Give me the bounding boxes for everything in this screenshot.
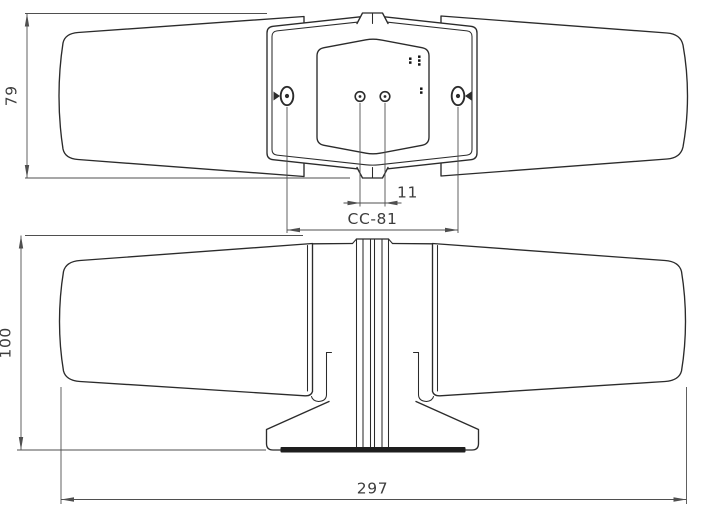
dim-label-width: 297 <box>357 480 388 498</box>
certification-marks: ▪▪ ▪▪▪ ▪▪ <box>407 55 424 95</box>
cert-mark-icon: ▪▪ <box>407 57 413 65</box>
dim-label-depth: 79 <box>3 85 21 106</box>
cover-plate <box>316 38 430 155</box>
base-gasket <box>280 447 466 453</box>
mounting-hole-right <box>450 85 472 107</box>
dim-label-height: 100 <box>0 327 15 358</box>
hook-right <box>412 351 435 403</box>
dimension-hole-pitch-11: 11 <box>343 184 418 206</box>
arrow-down-icon <box>24 165 30 178</box>
arrow-right-icon <box>673 497 687 502</box>
arrow-right-icon <box>347 200 360 206</box>
hook-left <box>310 351 333 403</box>
mounting-hole-left <box>273 85 295 107</box>
cable-hole-right <box>379 90 391 103</box>
dimension-height-100: 100 <box>0 235 303 451</box>
center-stem <box>311 238 434 451</box>
dimension-mounting-centers-cc81: CC-81 <box>287 210 458 233</box>
stem-lines <box>355 238 390 451</box>
arrow-up-icon <box>18 235 24 249</box>
arrow-down-icon <box>18 437 24 450</box>
arrow-left-icon <box>287 227 300 233</box>
arrow-right-icon <box>445 227 458 233</box>
cable-hole-left <box>354 90 366 103</box>
top-view: ▪▪ ▪▪▪ ▪▪ 79 11 <box>3 12 689 233</box>
front-view: 100 297 <box>0 235 687 504</box>
arrow-up-icon <box>24 13 30 27</box>
cert-mark-icon: ▪▪▪ <box>416 55 422 67</box>
arrow-left-icon <box>61 497 74 502</box>
top-view-left-wing <box>58 15 305 178</box>
top-view-right-wing <box>440 15 689 177</box>
dimension-depth-79: 79 <box>3 13 350 179</box>
front-view-left-wing <box>58 242 314 397</box>
bottom-clip <box>356 166 389 179</box>
dimension-width-297: 297 <box>60 387 687 504</box>
base-foot <box>265 400 480 451</box>
datum-tick-right <box>465 91 472 101</box>
cert-mark-icon: ▪▪ <box>418 87 424 95</box>
extension-lines <box>286 103 459 233</box>
front-view-right-wing <box>431 242 687 397</box>
arrow-left-icon <box>385 200 398 206</box>
dim-label-mounting-centers: CC-81 <box>348 210 398 228</box>
dim-label-hole-pitch: 11 <box>397 184 418 202</box>
datum-tick-left <box>273 91 280 101</box>
top-clip <box>356 12 389 25</box>
